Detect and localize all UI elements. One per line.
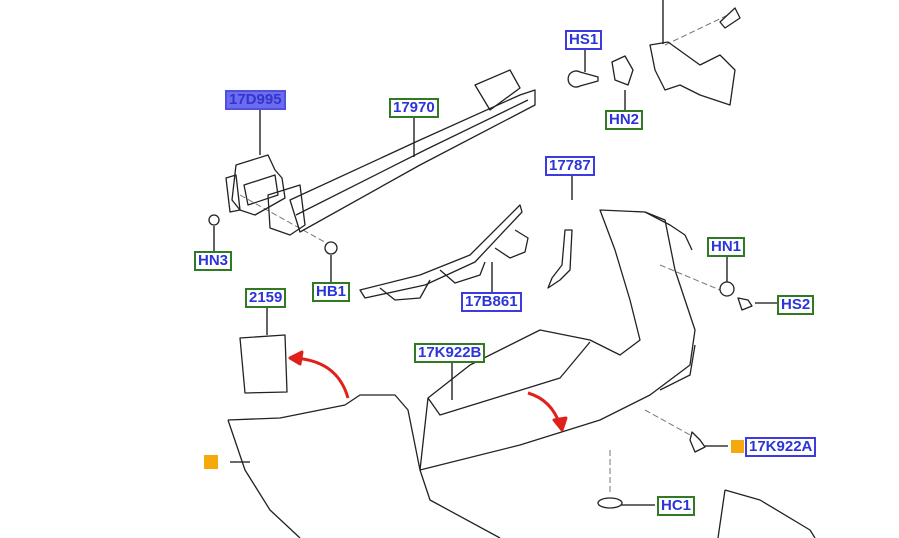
cover-2159 [239,334,288,394]
part-label-17D995[interactable]: 17D995 [225,90,286,110]
part-label-HS1[interactable]: HS1 [565,30,603,50]
part-17787 [547,229,573,289]
part-label-17K922B[interactable]: 17K922B [414,343,486,363]
leader-lines [213,0,777,506]
part-label-HN2[interactable]: HN2 [605,110,644,130]
part-label-17787[interactable]: 17787 [545,156,595,176]
orange-marker-left [204,455,218,469]
part-label-17K922A[interactable]: 17K922A [745,437,817,457]
beam-17970 [267,69,536,236]
fasteners [208,7,753,509]
part-label-2159[interactable]: 2159 [245,288,287,308]
absorber-17B861 [359,204,529,301]
part-label-17B861[interactable]: 17B861 [461,292,522,312]
part-label-HN1[interactable]: HN1 [707,237,746,257]
part-label-HB1[interactable]: HB1 [312,282,351,302]
part-label-HN3[interactable]: HN3 [194,251,233,271]
part-label-17970[interactable]: 17970 [389,98,439,118]
orange-marker-right [731,440,744,453]
side-bracket [649,41,736,106]
dashed-guides [239,13,731,495]
part-label-HS2[interactable]: HS2 [777,295,815,315]
red-arrows [288,350,568,432]
bumper-cover [227,209,816,538]
bracket-17D995 [225,154,286,216]
part-label-HC1[interactable]: HC1 [657,496,696,516]
